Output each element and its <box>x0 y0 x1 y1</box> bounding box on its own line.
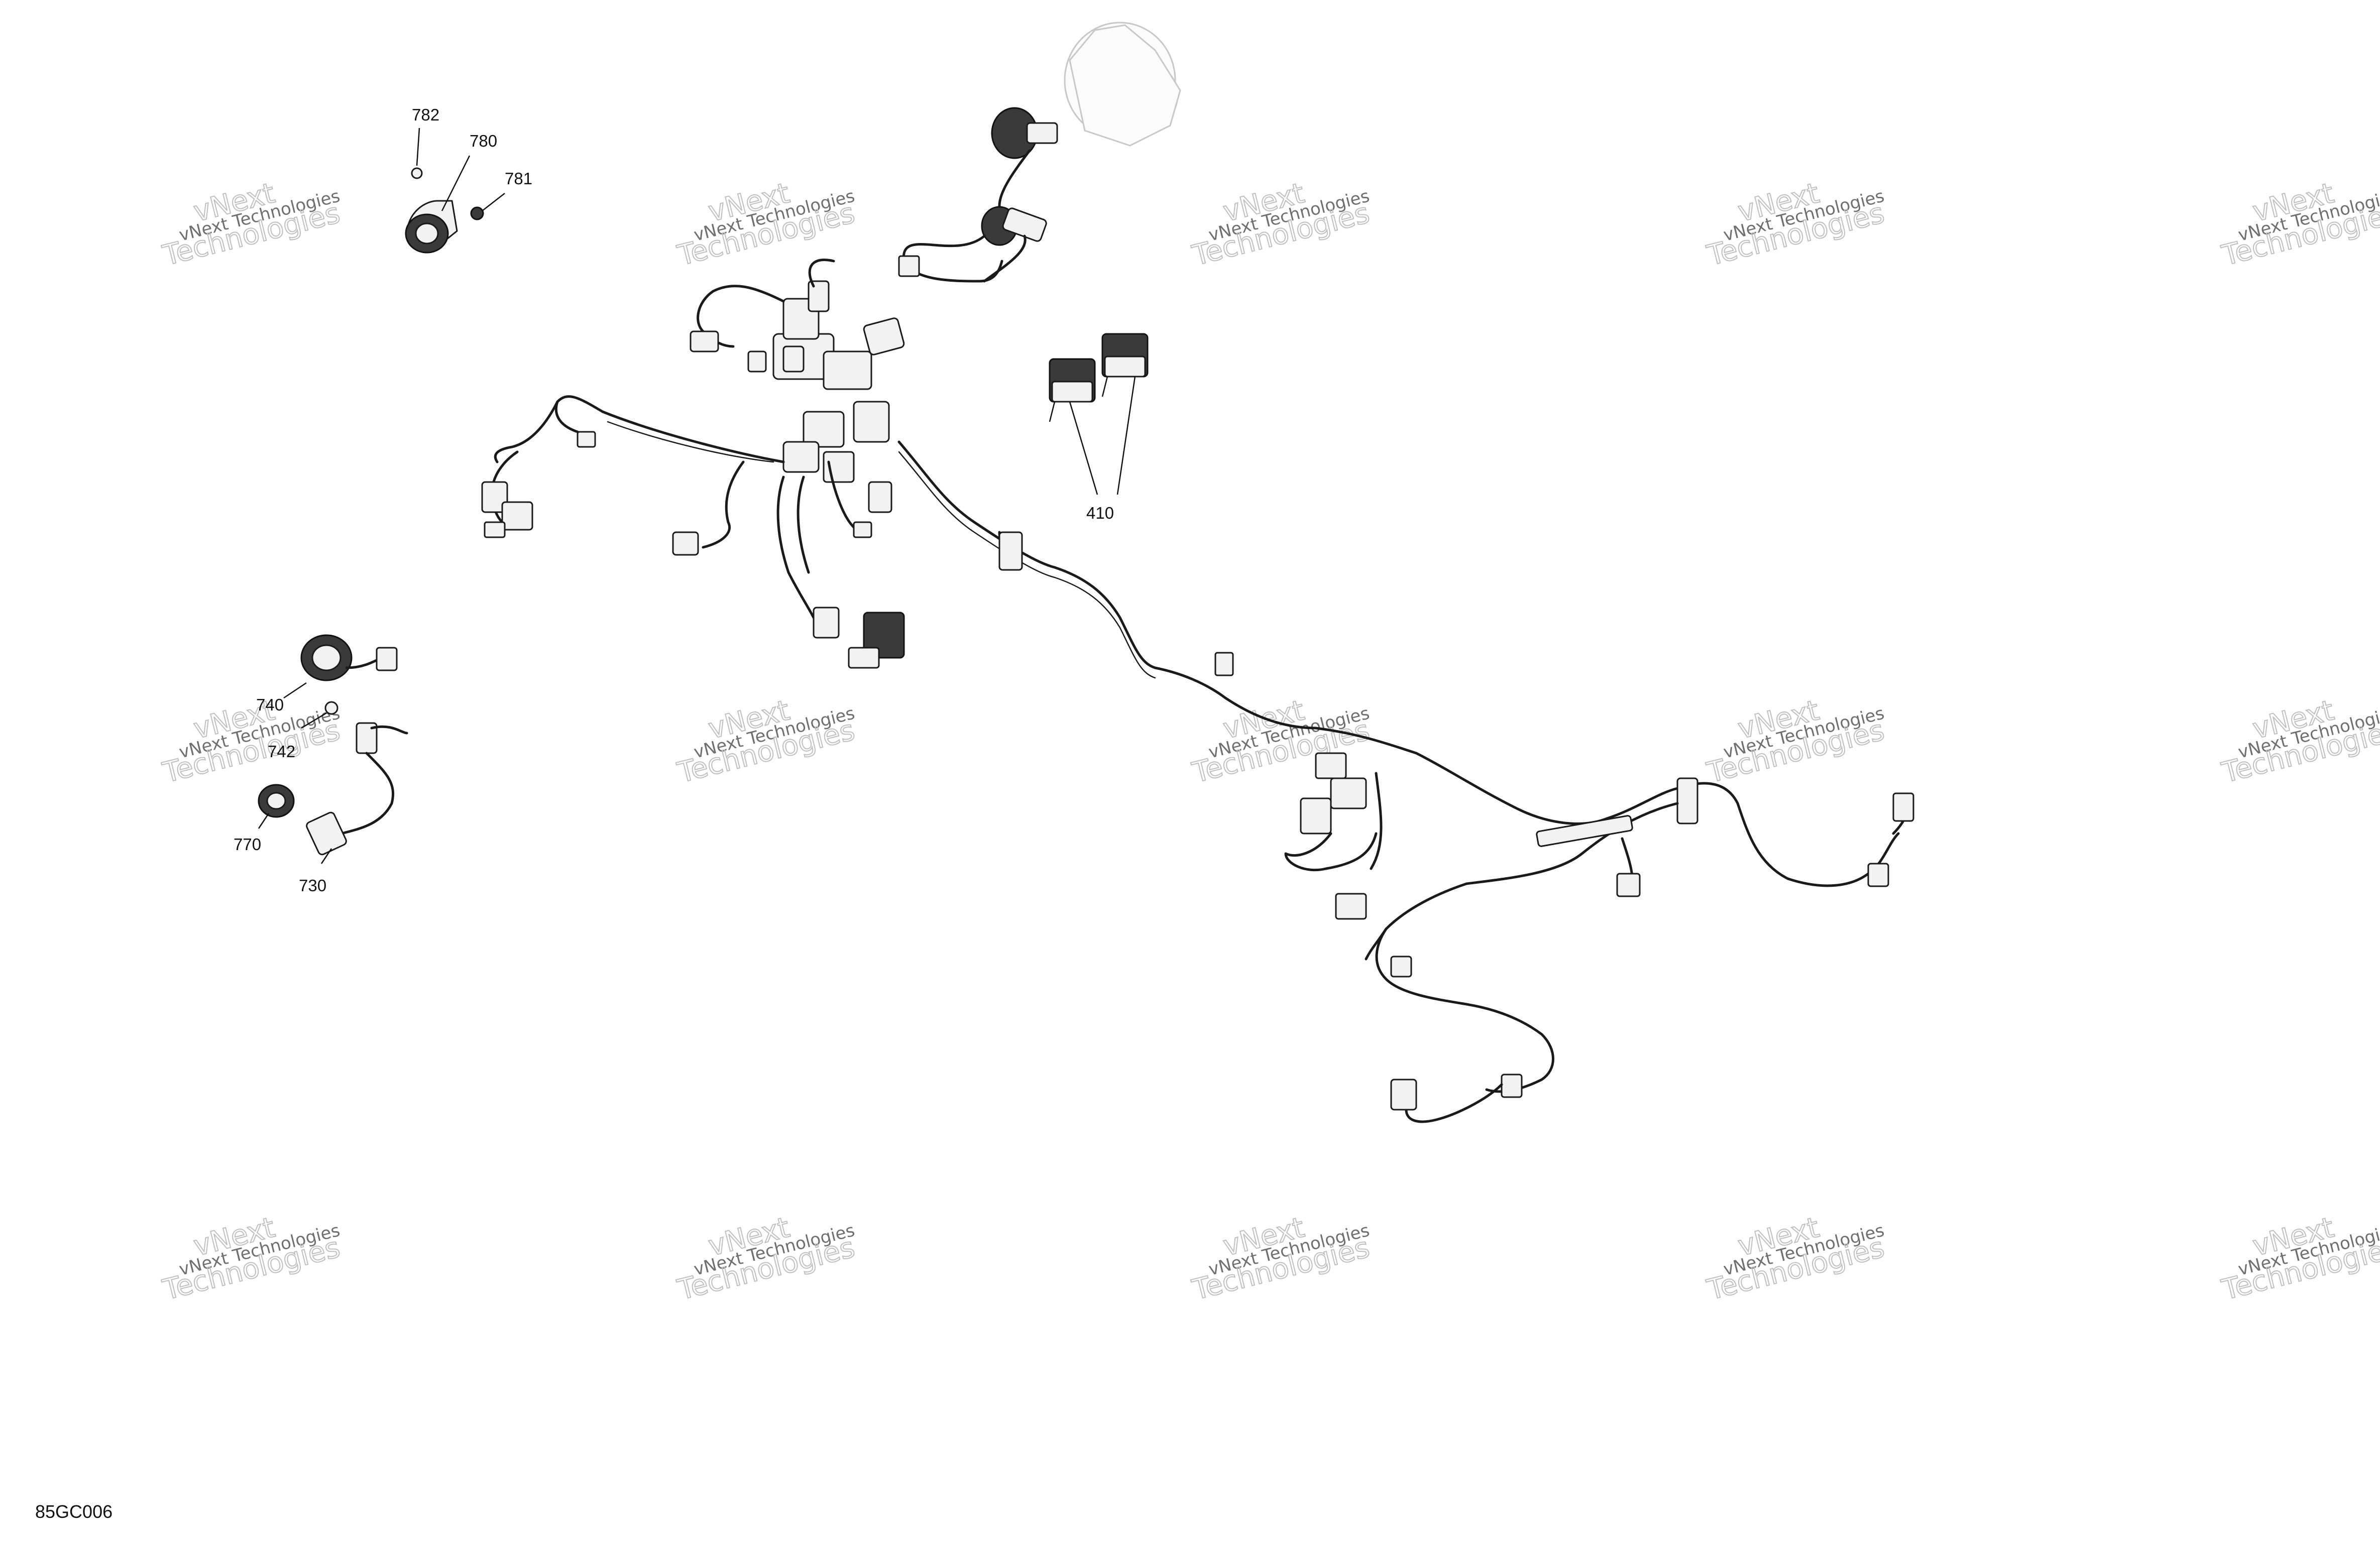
watermark: vNext vNext Technologies Technologies <box>1189 176 1374 273</box>
watermark: vNext vNext Technologies Technologies <box>1704 176 1888 273</box>
sensor-assembly <box>258 634 408 856</box>
relays-410 <box>1049 333 1149 422</box>
callout-781: 781 <box>505 169 532 188</box>
callout-780: 780 <box>470 132 497 150</box>
watermark: vNext vNext Technologies Technologies <box>1704 693 1888 790</box>
watermark: vNext vNext Technologies Technologies <box>2218 1211 2380 1307</box>
watermark: vNext vNext Technologies Technologies <box>1704 1211 1888 1307</box>
watermark: vNext vNext Technologies Technologies <box>2218 693 2380 790</box>
watermark-layer: vNext vNext Technologies Technologies vN… <box>159 176 2380 1307</box>
callout-labels: 782 780 781 410 740 742 770 730 <box>234 105 1114 895</box>
watermark: vNext vNext Technologies Technologies <box>159 1211 344 1307</box>
watermark: vNext vNext Technologies Technologies <box>159 693 344 790</box>
drawing-code: 85GC006 <box>35 1501 113 1522</box>
watermark: vNext vNext Technologies Technologies <box>674 1211 859 1307</box>
callout-770: 770 <box>234 835 261 854</box>
callout-730: 730 <box>299 876 326 895</box>
watermark: vNext vNext Technologies Technologies <box>1189 1211 1374 1307</box>
leader-lines <box>258 128 1136 864</box>
watermark: vNext vNext Technologies Technologies <box>674 693 859 790</box>
callout-742: 742 <box>268 742 295 761</box>
watermark: vNext vNext Technologies Technologies <box>159 176 344 273</box>
watermark: vNext vNext Technologies Technologies <box>2218 176 2380 273</box>
headlight-ghost <box>1064 22 1181 147</box>
watermark: vNext vNext Technologies Technologies <box>674 176 859 273</box>
callout-740: 740 <box>256 695 284 714</box>
callout-782: 782 <box>412 105 439 124</box>
callout-410: 410 <box>1086 504 1114 522</box>
horn-assembly <box>405 167 484 254</box>
headlight-socket <box>898 107 1058 283</box>
main-wiring-harness <box>481 258 1914 1123</box>
